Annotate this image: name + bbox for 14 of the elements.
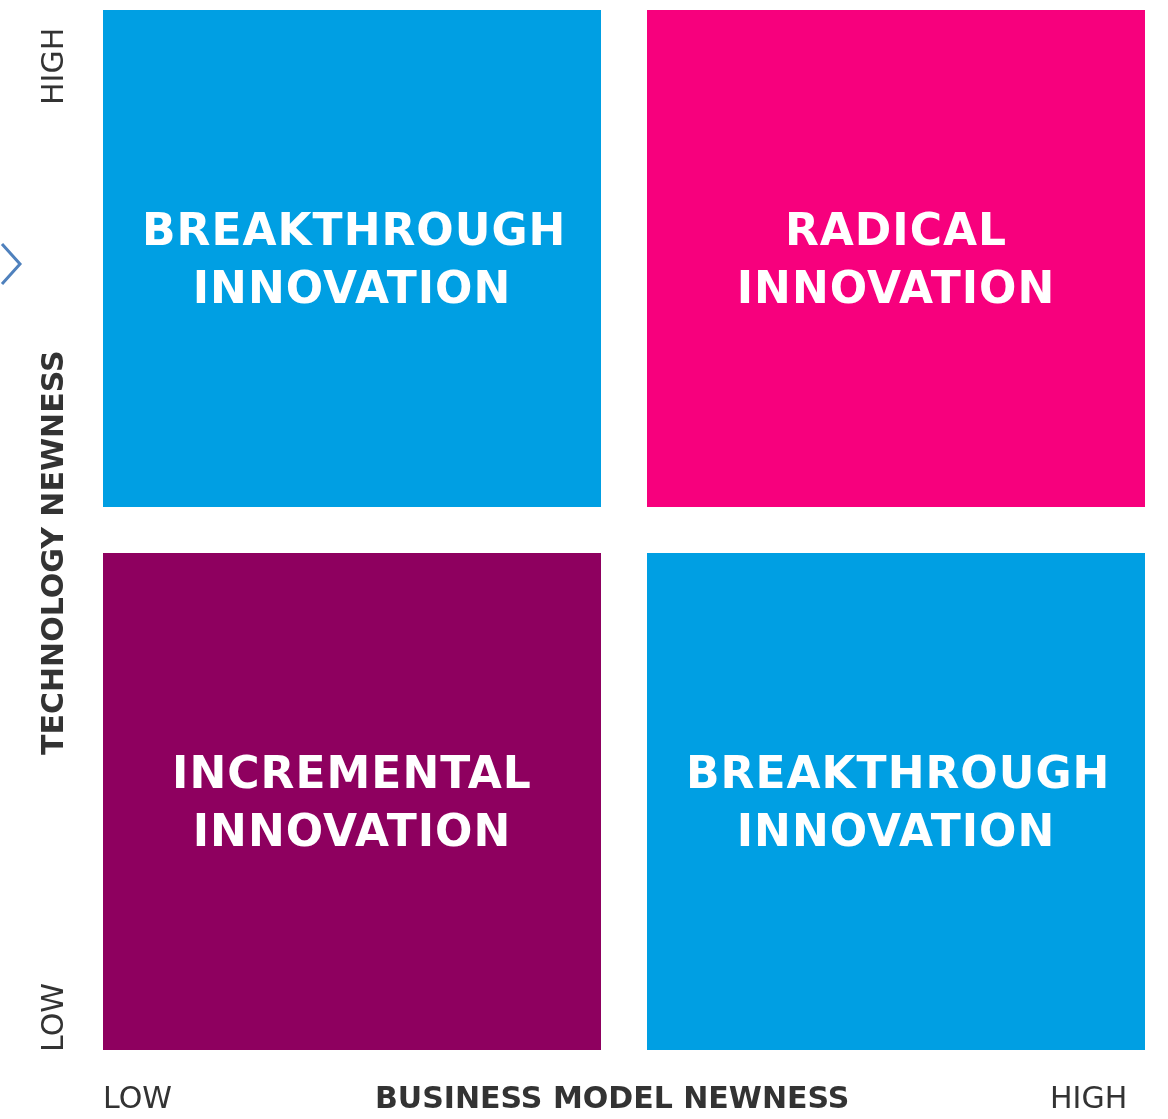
quadrant-label: INCREMENTAL INNOVATION <box>171 745 533 858</box>
quadrant-box <box>103 553 601 1050</box>
axis-title: TECHNOLOGY NEWNESS <box>35 350 70 755</box>
quadrant-label: BREAKTHROUGH INNOVATION <box>686 745 1106 858</box>
axis-tick-label: HIGH <box>1050 1080 1128 1115</box>
quadrant-box <box>103 10 601 507</box>
quadrant-label: RADICAL INNOVATION <box>735 202 1057 315</box>
axis-title: BUSINESS MODEL NEWNESS <box>375 1080 850 1115</box>
quadrant-label: BREAKTHROUGH INNOVATION <box>142 202 562 315</box>
quadrant-box <box>647 10 1145 507</box>
axis-tick-label: LOW <box>103 1080 172 1115</box>
axis-tick-label: LOW <box>35 983 70 1052</box>
quadrant-box <box>647 553 1145 1050</box>
axis-tick-label: HIGH <box>35 27 70 105</box>
